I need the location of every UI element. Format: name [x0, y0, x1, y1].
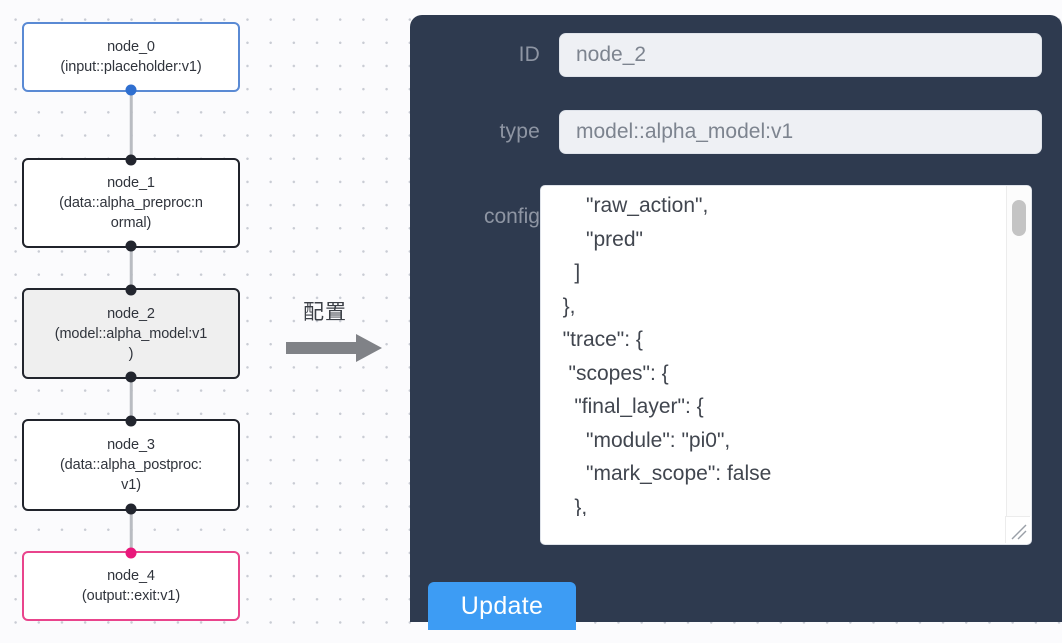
id-input[interactable]: node_2	[559, 33, 1042, 77]
node-handle-target[interactable]	[125, 547, 137, 559]
node-id-label: node_1	[107, 175, 155, 191]
node-handle-target[interactable]	[125, 415, 137, 427]
edge-node0-node1	[129, 92, 133, 158]
type-input[interactable]: model::alpha_model:v1	[559, 110, 1042, 154]
node-id-label: node_3	[107, 437, 155, 453]
config-textarea-wrapper: "raw_action", "pred" ] }, "trace": { "sc…	[540, 185, 1032, 545]
type-label: type	[499, 120, 540, 143]
node-id-label: node_4	[107, 568, 155, 584]
id-label: ID	[518, 43, 540, 66]
config-scrollbar[interactable]	[1006, 186, 1031, 516]
graph-node-node_0[interactable]: node_0 (input::placeholder:v1)	[22, 22, 240, 96]
type-field-row: type model::alpha_model:v1	[430, 110, 1042, 154]
node-type-label: (input::placeholder:v1)	[60, 59, 202, 75]
edge-node1-node2	[129, 248, 133, 288]
node-type-label: (model::alpha_model:v1 )	[54, 325, 208, 362]
graph-node-node_1[interactable]: node_1 (data::alpha_preproc:n ormal)	[22, 154, 240, 252]
node-config-panel: ID node_2 type model::alpha_model:v1 con…	[410, 15, 1062, 630]
graph-node-node_3[interactable]: node_3 (data::alpha_postproc: v1)	[22, 415, 240, 515]
graph-node-node_4[interactable]: node_4 (output::exit:v1)	[22, 547, 240, 621]
node-type-label: (data::alpha_postproc: v1)	[59, 457, 203, 493]
right-arrow-icon	[286, 334, 382, 362]
node-id-label: node_0	[107, 39, 155, 55]
config-label: config	[483, 205, 540, 228]
node-handle-source[interactable]	[125, 84, 137, 96]
node-id-label: node_2	[107, 305, 155, 322]
id-field-row: ID node_2	[430, 33, 1042, 77]
graph-node-node_2[interactable]: node_2 (model::alpha_model:v1 )	[22, 284, 240, 383]
arrow-caption-label: 配置	[303, 300, 347, 324]
resize-handle-icon[interactable]	[1005, 516, 1030, 543]
node-handle-source[interactable]	[125, 503, 137, 515]
edge-node2-node3	[129, 379, 133, 419]
node-type-label: (output::exit:v1)	[81, 588, 181, 604]
config-scrollbar-thumb[interactable]	[1012, 200, 1026, 236]
update-button[interactable]: Update	[428, 582, 576, 630]
node-handle-source[interactable]	[125, 371, 137, 383]
node-type-label: (data::alpha_preproc:n ormal)	[59, 195, 203, 231]
node-handle-target[interactable]	[125, 154, 137, 166]
config-textarea[interactable]: "raw_action", "pred" ] }, "trace": { "sc…	[562, 194, 772, 516]
node-handle-source[interactable]	[125, 240, 137, 252]
edge-node3-node4	[129, 511, 133, 551]
node-handle-target[interactable]	[125, 284, 137, 296]
configure-arrow-group: 配置	[286, 296, 396, 364]
